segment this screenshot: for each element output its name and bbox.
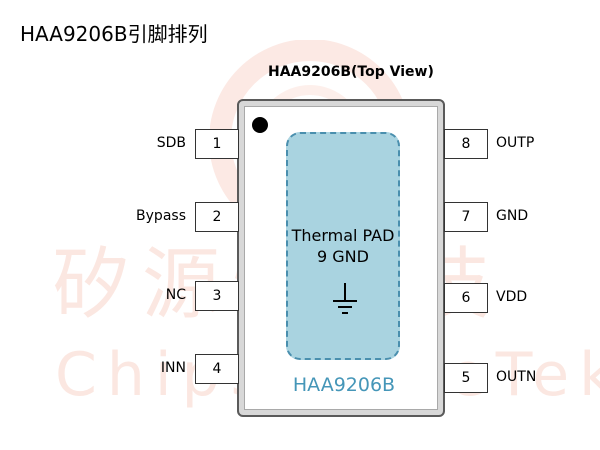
chip-name-label: HAA9206B	[292, 374, 396, 396]
pin-2-label: Bypass	[136, 208, 186, 224]
pin-1-label: SDB	[156, 135, 186, 151]
thermal-pad-line2: 9 GND	[317, 247, 369, 266]
pin-4-label: INN	[160, 360, 186, 376]
thermal-pad	[286, 132, 400, 360]
pin-4: 4	[195, 354, 239, 384]
pin-8-label: OUTP	[496, 135, 535, 151]
pin-8: 8	[444, 129, 488, 159]
pin-6-label: VDD	[496, 289, 528, 305]
pin-7: 7	[444, 202, 488, 232]
pin1-indicator-dot	[252, 117, 268, 133]
diagram-subtitle: HAA9206B(Top View)	[268, 64, 434, 80]
pin-2: 2	[195, 202, 239, 232]
pin-7-label: GND	[496, 208, 529, 224]
pin-1: 1	[195, 129, 239, 159]
page-title: HAA9206B引脚排列	[20, 22, 208, 46]
thermal-pad-label: Thermal PAD 9 GND	[286, 225, 400, 267]
ground-icon	[333, 283, 357, 314]
thermal-pad-line1: Thermal PAD	[291, 226, 395, 245]
pin-3-label: NC	[165, 287, 186, 303]
pin-5-label: OUTN	[496, 369, 537, 385]
pin-6: 6	[444, 283, 488, 313]
pin-3: 3	[195, 281, 239, 311]
pin-5: 5	[444, 363, 488, 393]
